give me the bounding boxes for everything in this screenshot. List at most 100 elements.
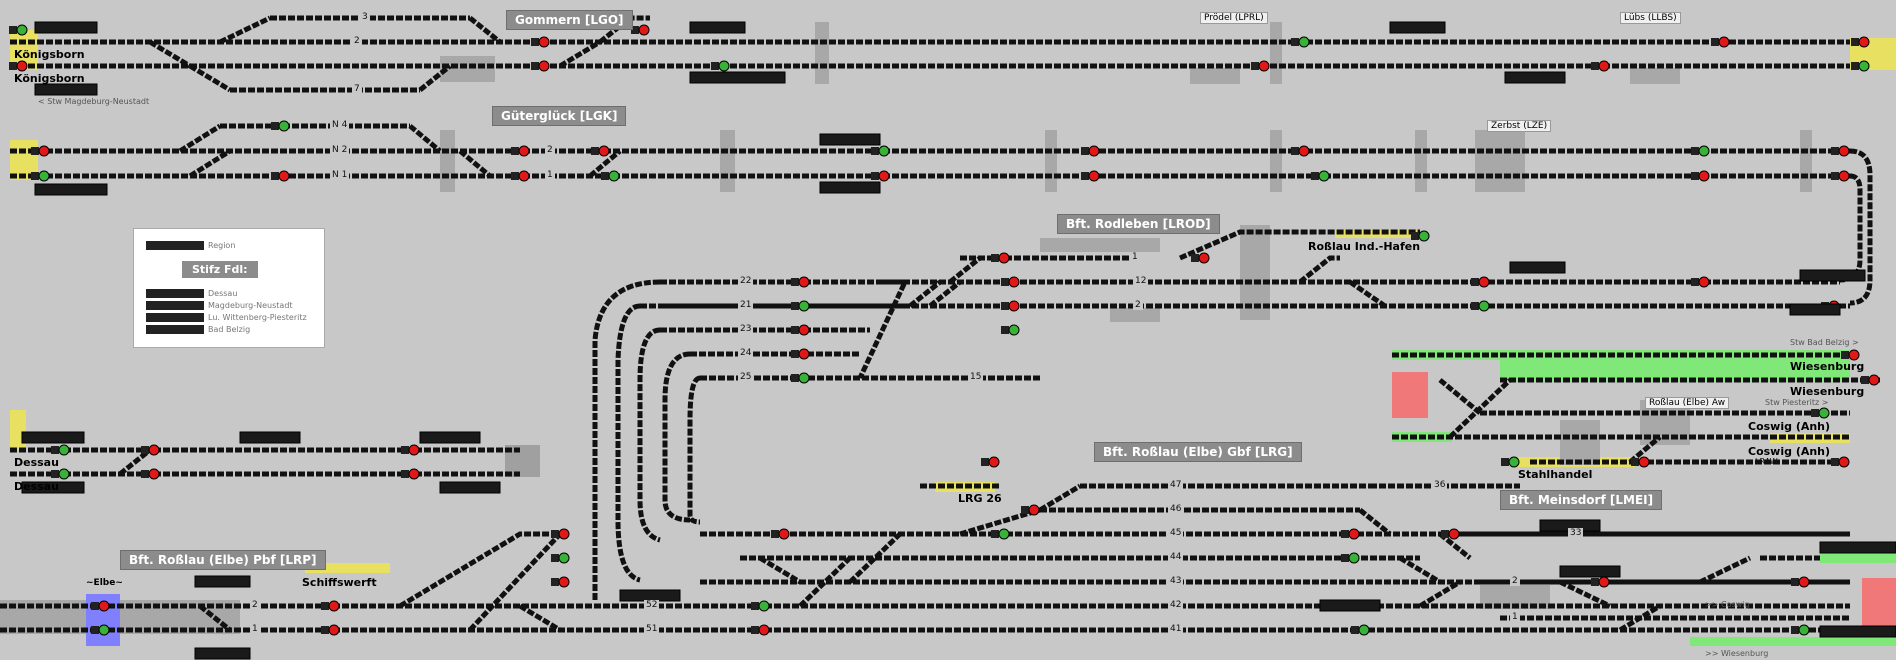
signal-icon[interactable] <box>1471 300 1490 312</box>
signal-icon[interactable] <box>1001 276 1020 288</box>
track-gbf-fan1[interactable] <box>592 279 661 600</box>
track-pbf-conn4[interactable] <box>198 604 232 632</box>
track-pbf-conn2[interactable] <box>468 532 562 632</box>
signal-icon[interactable] <box>1501 456 1520 468</box>
signal-icon[interactable] <box>601 170 620 182</box>
signal-icon[interactable] <box>1081 170 1100 182</box>
signal-icon[interactable] <box>1021 504 1040 516</box>
track-gbf-x4[interactable] <box>848 532 902 584</box>
signal-icon[interactable] <box>1841 349 1860 361</box>
signal-icon[interactable] <box>141 444 160 456</box>
track-gommern-x6[interactable] <box>558 39 602 69</box>
track-rod-x1[interactable] <box>1179 229 1420 261</box>
track-gk-x2[interactable] <box>408 124 442 153</box>
signal-icon[interactable] <box>1291 36 1310 48</box>
signal-icon[interactable] <box>1711 36 1730 48</box>
signal-icon[interactable] <box>31 170 50 182</box>
train-number-box[interactable] <box>1509 261 1566 274</box>
signal-icon[interactable] <box>1591 576 1610 588</box>
train-number-box[interactable] <box>1799 269 1866 282</box>
signal-icon[interactable] <box>271 120 290 132</box>
track-gbf-conn1[interactable] <box>857 279 909 380</box>
track-loop-right[interactable] <box>1849 148 1873 306</box>
zone-meinsdorf-green2[interactable] <box>1690 637 1896 646</box>
track-gommern-x2[interactable] <box>468 16 502 44</box>
signal-icon[interactable] <box>1411 230 1430 242</box>
signal-icon[interactable] <box>751 624 770 636</box>
zone-meinsdorf-green1[interactable] <box>1820 553 1896 563</box>
signal-icon[interactable] <box>791 300 810 312</box>
train-number-box[interactable] <box>34 83 98 96</box>
signal-icon[interactable] <box>1311 170 1330 182</box>
train-number-box[interactable] <box>34 183 108 196</box>
signal-icon[interactable] <box>401 444 420 456</box>
train-number-box[interactable] <box>1819 541 1896 554</box>
train-number-box[interactable] <box>21 431 85 444</box>
hint-stw-magdeburg[interactable]: < Stw Magdeburg-Neustadt <box>38 97 150 106</box>
signal-icon[interactable] <box>1351 624 1370 636</box>
signal-icon[interactable] <box>771 528 790 540</box>
zone-wiesenburg-green[interactable] <box>1500 360 1850 382</box>
signal-icon[interactable] <box>981 456 1000 468</box>
signal-icon[interactable] <box>1691 145 1710 157</box>
track-gk-x5[interactable] <box>588 149 622 178</box>
train-number-box[interactable] <box>194 647 251 660</box>
signal-icon[interactable] <box>1791 624 1810 636</box>
signal-icon[interactable] <box>1591 60 1610 72</box>
signal-icon[interactable] <box>531 60 550 72</box>
track-cos-x1[interactable] <box>1628 435 1662 464</box>
signal-icon[interactable] <box>1001 300 1020 312</box>
track-gommern-x1[interactable] <box>218 15 272 45</box>
signal-icon[interactable] <box>1831 456 1850 468</box>
signal-icon[interactable] <box>1791 576 1810 588</box>
zone-red-aw[interactable] <box>1392 372 1428 418</box>
signal-icon[interactable] <box>991 528 1010 540</box>
hint-stw-bad-belzig[interactable]: Stw Bad Belzig > <box>1790 338 1859 347</box>
track-gbf-fan4[interactable] <box>662 351 691 523</box>
signal-icon[interactable] <box>531 36 550 48</box>
train-number-box[interactable] <box>239 431 301 444</box>
train-number-box[interactable] <box>1504 71 1566 84</box>
signal-icon[interactable] <box>711 60 730 72</box>
track-gbf-x6[interactable] <box>758 555 802 585</box>
track-gbf-x8[interactable] <box>1418 579 1462 609</box>
signal-icon[interactable] <box>1001 324 1020 336</box>
signal-icon[interactable] <box>791 372 810 384</box>
track-gk-x4[interactable] <box>458 149 492 178</box>
zone-meinsdorf-red[interactable] <box>1862 578 1896 628</box>
train-number-box[interactable] <box>439 481 501 494</box>
track-rod-x4[interactable] <box>948 256 982 284</box>
signal-icon[interactable] <box>1851 36 1870 48</box>
signal-icon[interactable] <box>551 576 570 588</box>
signal-icon[interactable] <box>1291 145 1310 157</box>
train-number-box[interactable] <box>1789 303 1841 316</box>
signal-icon[interactable] <box>511 170 530 182</box>
signal-icon[interactable] <box>91 600 110 612</box>
track-gbf-fan2[interactable] <box>615 303 641 583</box>
signal-icon[interactable] <box>1831 170 1850 182</box>
track-gk-x3[interactable] <box>188 148 232 179</box>
signal-icon[interactable] <box>791 276 810 288</box>
signal-icon[interactable] <box>271 170 290 182</box>
signal-icon[interactable] <box>1191 252 1210 264</box>
train-number-box[interactable] <box>689 71 786 84</box>
signal-icon[interactable] <box>1831 145 1850 157</box>
track-gommern-x4[interactable] <box>418 64 452 92</box>
track-gbf-x7[interactable] <box>1398 555 1442 585</box>
train-number-box[interactable] <box>1819 625 1896 638</box>
track-gbf-x2[interactable] <box>1358 508 1392 536</box>
signal-icon[interactable] <box>551 552 570 564</box>
signal-icon[interactable] <box>31 145 50 157</box>
track-gommern-x3[interactable] <box>188 63 232 93</box>
signal-icon[interactable] <box>1471 276 1490 288</box>
signal-icon[interactable] <box>9 24 28 36</box>
track-mei-x1[interactable] <box>1558 579 1612 609</box>
track-gommern-x7[interactable] <box>148 39 192 69</box>
hint-to-coswig[interactable]: >> Coswig <box>1705 600 1750 609</box>
signal-icon[interactable] <box>871 170 890 182</box>
signal-icon[interactable] <box>141 468 160 480</box>
signal-icon[interactable] <box>1341 552 1360 564</box>
signal-icon[interactable] <box>91 624 110 636</box>
signal-icon[interactable] <box>1341 528 1360 540</box>
signal-icon[interactable] <box>321 624 340 636</box>
